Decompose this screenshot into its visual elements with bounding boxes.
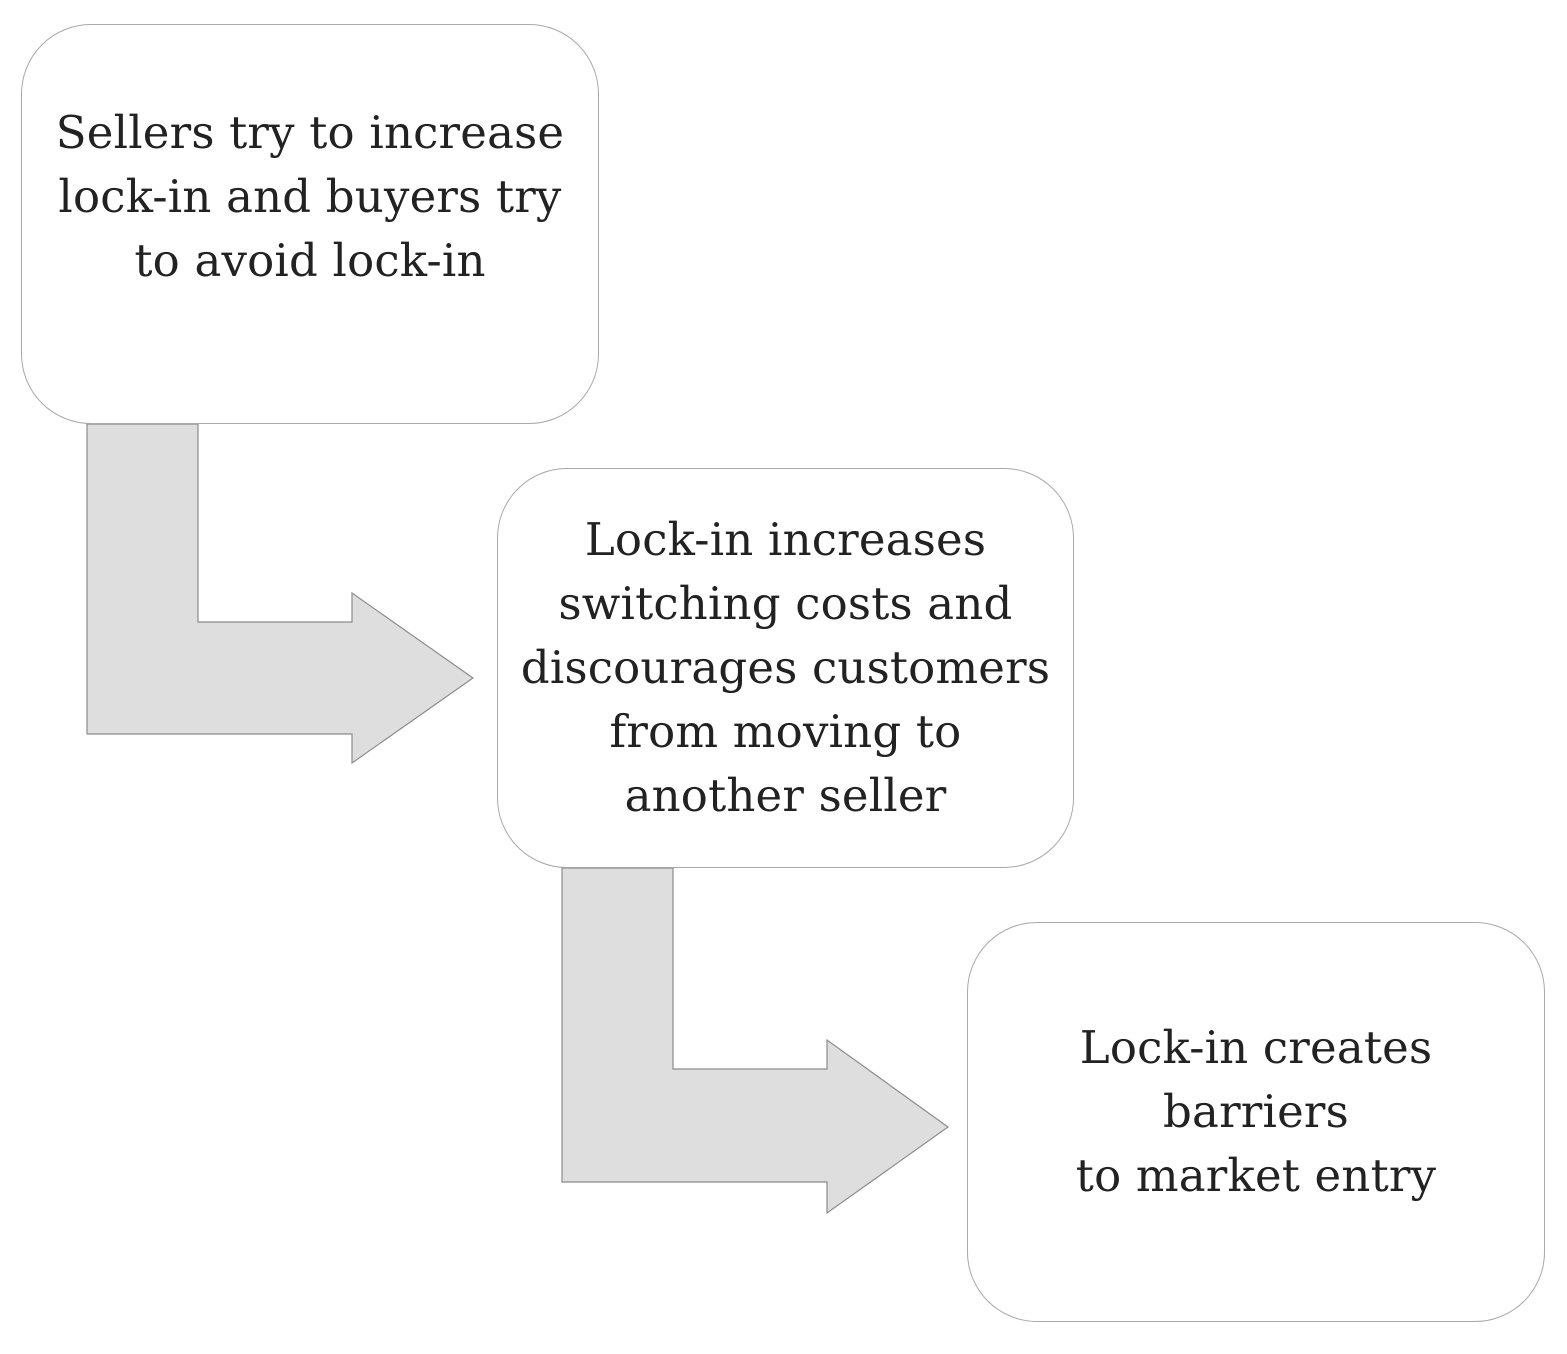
step-box-3: Lock-in creates barriers to market entry <box>967 922 1545 1322</box>
step-1-text: Sellers try to increase lock-in and buye… <box>55 105 565 287</box>
step-2-text: Lock-in increases switching costs and di… <box>520 513 1051 822</box>
step-box-2: Lock-in increases switching costs and di… <box>497 468 1074 868</box>
step-3-text: Lock-in creates barriers to market entry <box>1075 1021 1437 1202</box>
bent-arrow-2-to-3 <box>561 867 950 1215</box>
step-box-1: Sellers try to increase lock-in and buye… <box>21 24 599 424</box>
bent-arrow-1-to-2 <box>86 423 475 765</box>
